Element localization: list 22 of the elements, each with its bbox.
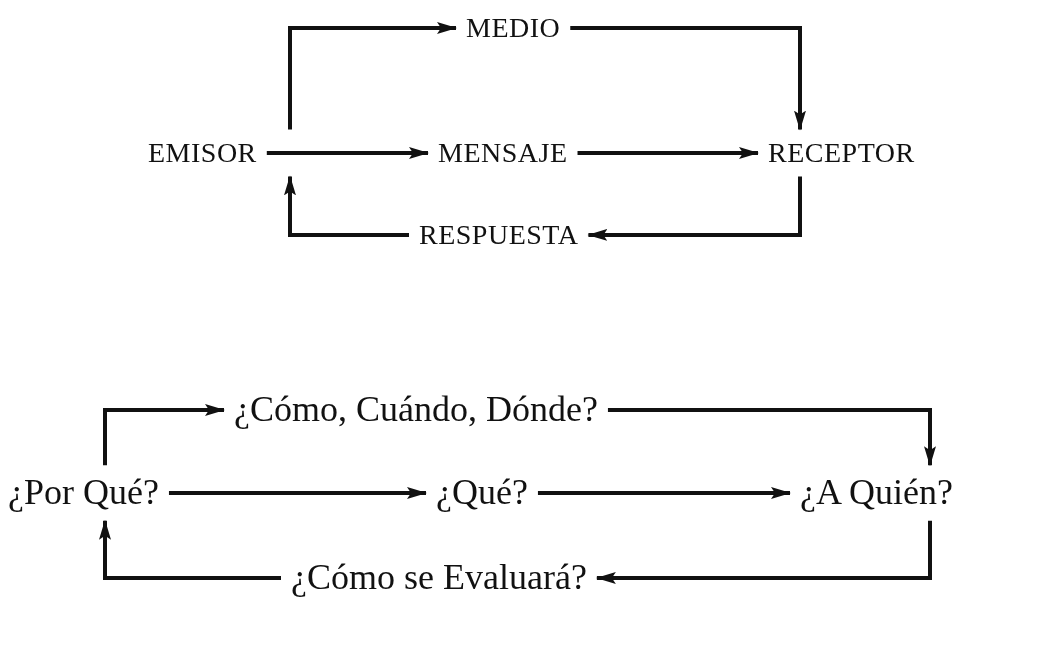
term-label: EMISOR xyxy=(144,135,261,171)
term-label: MEDIO xyxy=(462,10,565,46)
arrow xyxy=(607,408,936,467)
arrow xyxy=(587,176,802,241)
term-label: RESPUESTA xyxy=(415,217,583,253)
arrow xyxy=(288,22,457,130)
term-label: ¿Cómo, Cuándo, Dónde? xyxy=(230,388,602,432)
arrow xyxy=(168,487,427,499)
term-label: ¿Por Qué? xyxy=(4,471,163,515)
arrow xyxy=(577,147,759,159)
arrow xyxy=(266,147,429,159)
term-label: MENSAJE xyxy=(434,135,572,171)
arrow xyxy=(103,404,225,466)
arrow xyxy=(595,520,932,584)
arrow xyxy=(570,26,806,131)
term-label: ¿A Quién? xyxy=(796,471,957,515)
term-label: ¿Cómo se Evaluará? xyxy=(287,556,591,600)
arrow xyxy=(284,175,409,237)
arrow xyxy=(99,519,281,580)
term-label: ¿Qué? xyxy=(432,471,532,515)
term-label: RECEPTOR xyxy=(764,135,919,171)
arrow xyxy=(537,487,791,499)
